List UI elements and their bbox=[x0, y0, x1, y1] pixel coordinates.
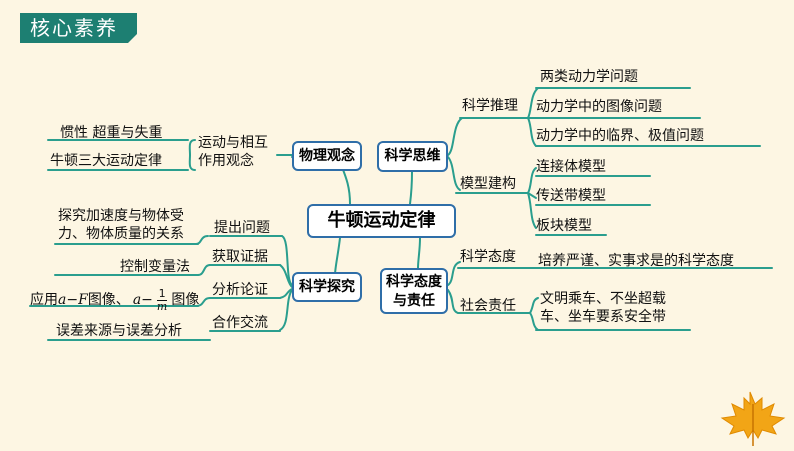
leaf-safe-riding: 文明乘车、不坐超载 车、坐车要系安全带 bbox=[540, 290, 666, 326]
graph-suffix: 图像 bbox=[171, 292, 200, 309]
category-attitude-line1: 科学态度 bbox=[386, 274, 442, 290]
branch-model-building: 模型建构 bbox=[460, 176, 516, 192]
fraction-denominator: m bbox=[156, 300, 168, 313]
title-corner-notch bbox=[128, 34, 137, 43]
leaf-plank-block-model: 板块模型 bbox=[536, 218, 592, 234]
leaf-dynamics-critical-problems: 动力学中的临界、极值问题 bbox=[536, 128, 704, 144]
leaf-explore-line2: 力、物体质量的关系 bbox=[58, 226, 184, 243]
graph-mid: 图像、 bbox=[87, 292, 130, 309]
leaf-conveyor-model: 传送带模型 bbox=[536, 188, 606, 204]
category-scientific-thinking: 科学思维 bbox=[377, 141, 448, 172]
branch-ask-question: 提出问题 bbox=[214, 220, 270, 236]
branch-motion-line2: 作用观念 bbox=[198, 153, 254, 170]
category-attitude-line2: 与责任 bbox=[393, 293, 435, 309]
maple-leaf-icon bbox=[718, 390, 788, 451]
branch-scientific-reasoning: 科学推理 bbox=[462, 98, 518, 114]
category-physics-concept: 物理观念 bbox=[292, 141, 362, 171]
branch-motion-line1: 运动与相互 bbox=[198, 135, 268, 151]
leaf-safe-line2: 车、坐车要系安全带 bbox=[540, 309, 666, 326]
leaf-control-variables: 控制变量法 bbox=[120, 259, 190, 275]
graph-prefix: 应用 bbox=[30, 292, 58, 309]
fraction-numerator: 1 bbox=[158, 287, 166, 300]
branch-scientific-attitude: 科学态度 bbox=[460, 249, 516, 265]
branch-communication: 合作交流 bbox=[212, 315, 268, 331]
branch-social-responsibility: 社会责任 bbox=[460, 298, 516, 314]
leaf-inertia-weight: 惯性 超重与失重 bbox=[60, 125, 163, 141]
branch-obtain-evidence: 获取证据 bbox=[212, 249, 268, 265]
leaf-dynamics-graph-problems: 动力学中的图像问题 bbox=[536, 99, 662, 115]
leaf-connected-body-model: 连接体模型 bbox=[536, 159, 606, 175]
branch-motion-interaction: 运动与相互 作用观念 bbox=[198, 134, 268, 170]
leaf-graph-analysis: 应用 a − F 图像、 a − 1 m 图像 bbox=[30, 288, 199, 313]
minus-sign: − bbox=[141, 292, 153, 309]
category-scientific-inquiry: 科学探究 bbox=[292, 272, 362, 302]
section-title: 核心素养 bbox=[20, 13, 137, 43]
dash-sign: − bbox=[66, 292, 79, 309]
leaf-two-dynamics-problems: 两类动力学问题 bbox=[540, 69, 638, 85]
var-a: a bbox=[58, 292, 67, 309]
var-F: F bbox=[78, 292, 88, 309]
fraction-1-over-m: 1 m bbox=[156, 287, 168, 313]
leaf-safe-line1: 文明乘车、不坐超载 bbox=[540, 291, 666, 307]
leaf-explore-line1: 探究加速度与物体受 bbox=[58, 208, 184, 224]
leaf-error-analysis: 误差来源与误差分析 bbox=[56, 323, 182, 339]
var-a2: a bbox=[132, 292, 142, 309]
core-topic-box: 牛顿运动定律 bbox=[307, 204, 456, 238]
category-attitude-responsibility: 科学态度 与责任 bbox=[380, 268, 448, 314]
leaf-explore-acceleration: 探究加速度与物体受 力、物体质量的关系 bbox=[58, 207, 184, 243]
leaf-newton-laws: 牛顿三大运动定律 bbox=[50, 153, 162, 169]
leaf-rigorous-attitude: 培养严谨、实事求是的科学态度 bbox=[538, 253, 734, 269]
branch-analysis: 分析论证 bbox=[212, 282, 268, 298]
